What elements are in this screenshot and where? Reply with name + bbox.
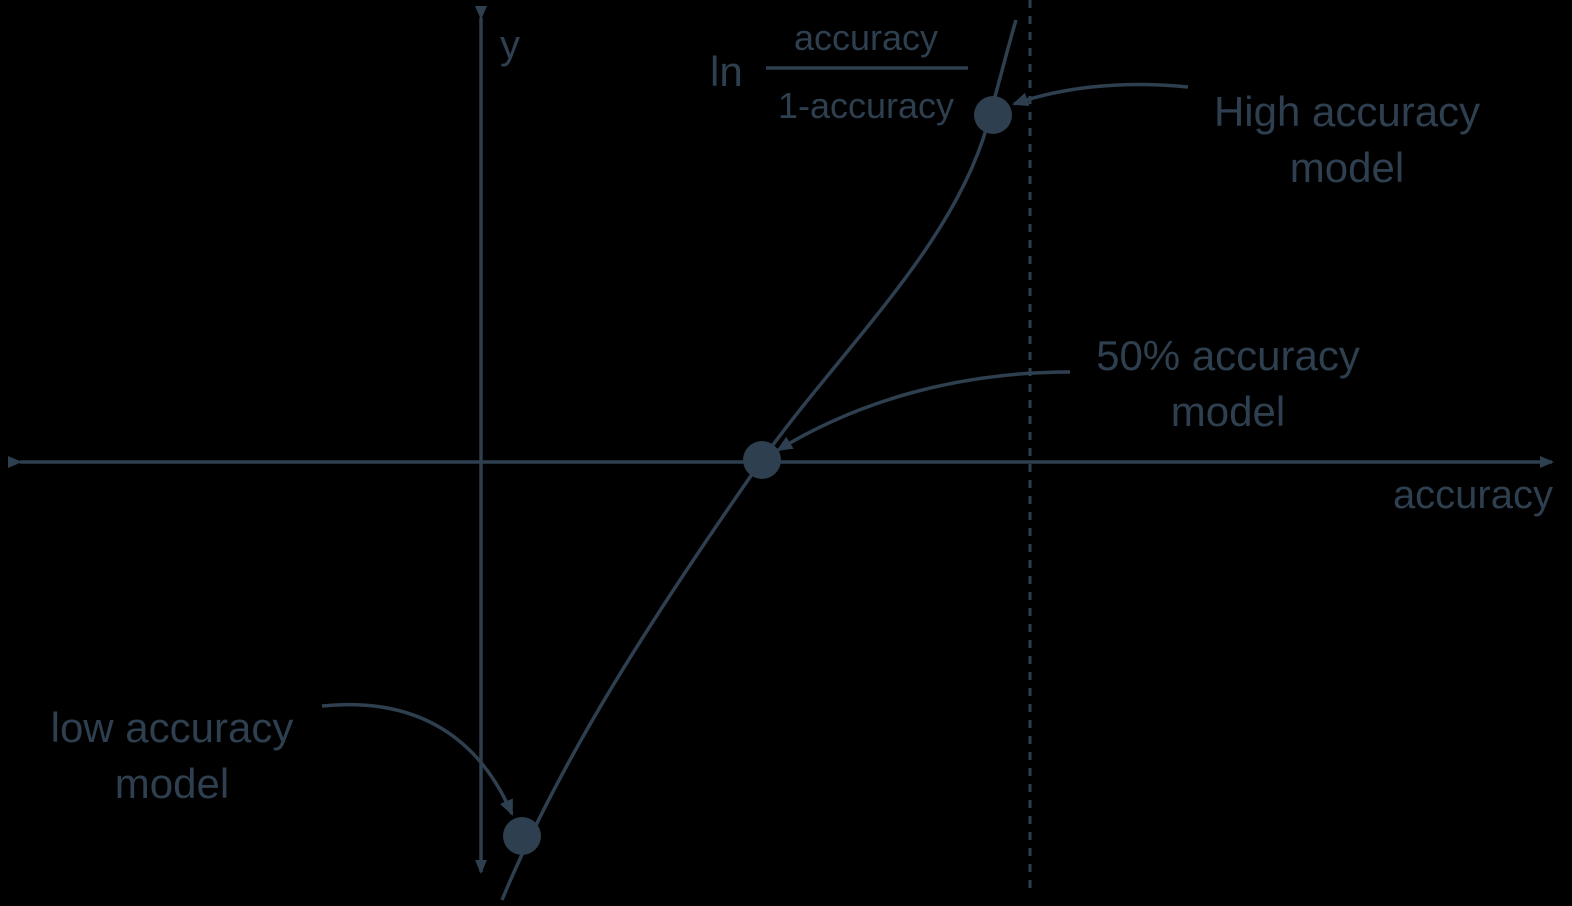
low-accuracy-label-line1: low accuracy: [51, 704, 294, 751]
formula-numerator: accuracy: [794, 17, 938, 58]
formula-ln: ln: [710, 48, 743, 95]
high-accuracy-point: [974, 96, 1012, 134]
y-axis-label: y: [500, 23, 520, 67]
low-accuracy-pointer: [321, 702, 514, 816]
high-accuracy-pointer: [1012, 82, 1189, 107]
mid-accuracy-pointer: [776, 370, 1071, 452]
formula-denominator: 1-accuracy: [778, 85, 954, 126]
low-accuracy-point: [503, 817, 541, 855]
mid-accuracy-label-line2: model: [1171, 388, 1285, 435]
high-accuracy-label-line1: High accuracy: [1214, 88, 1480, 135]
low-accuracy-label-line2: model: [115, 760, 229, 807]
mid-accuracy-label-line1: 50% accuracy: [1096, 332, 1360, 379]
high-accuracy-label-line2: model: [1290, 144, 1404, 191]
mid-accuracy-point: [743, 441, 781, 479]
x-axis-label: accuracy: [1393, 473, 1553, 517]
